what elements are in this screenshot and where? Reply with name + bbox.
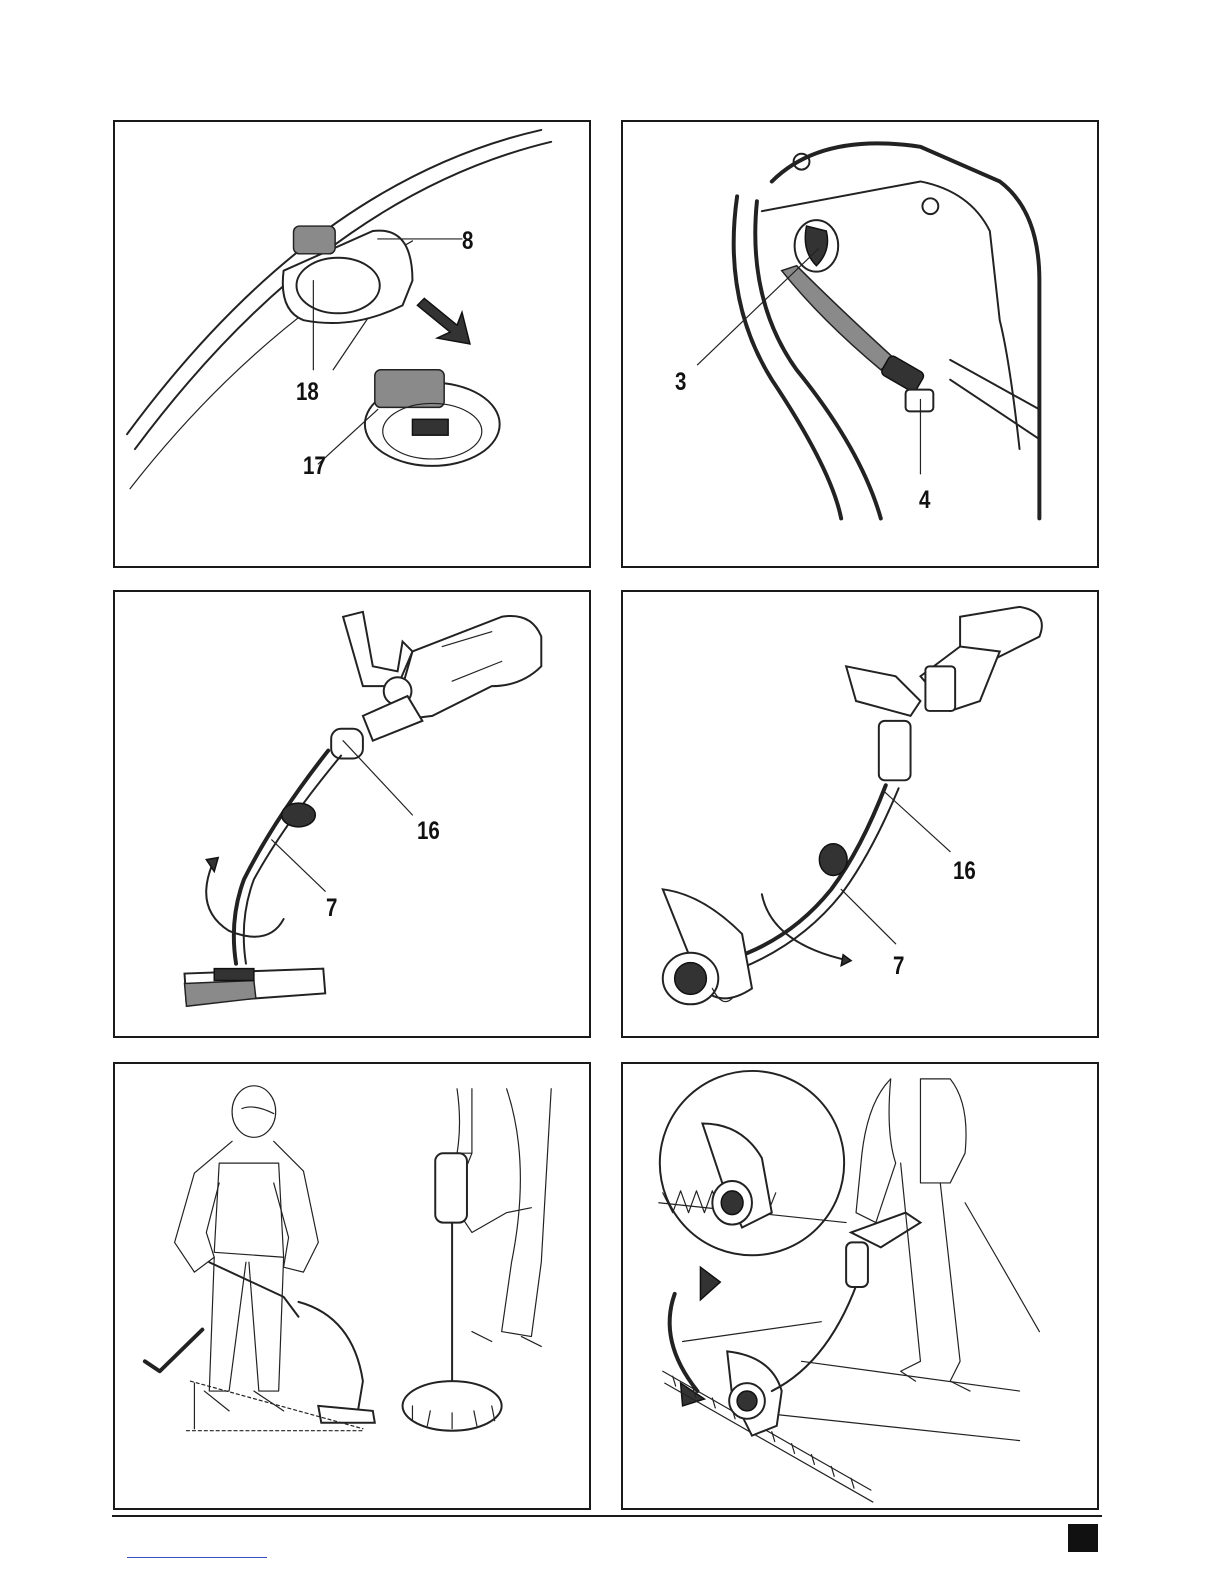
spool-cover-illustration bbox=[115, 122, 589, 566]
callout-8: 8 bbox=[462, 227, 473, 256]
figure-c-trimming-mode: 16 7 bbox=[113, 590, 591, 1038]
callout-16: 16 bbox=[953, 857, 976, 886]
operator-posture-illustration bbox=[115, 1064, 589, 1508]
callout-7: 7 bbox=[326, 894, 337, 923]
callout-7: 7 bbox=[893, 952, 904, 981]
edging-operation-illustration bbox=[623, 1064, 1097, 1508]
figure-d-edging-mode: 16 7 bbox=[621, 590, 1099, 1038]
trimmer-position-illustration bbox=[115, 592, 589, 1036]
page-number-box bbox=[1068, 1524, 1098, 1552]
figure-b-cable-retainer: 3 4 bbox=[621, 120, 1099, 568]
figure-f-edging-operation bbox=[621, 1062, 1099, 1510]
callout-3: 3 bbox=[675, 368, 686, 397]
footer-link-underline bbox=[127, 1557, 267, 1558]
edger-position-illustration bbox=[623, 592, 1097, 1036]
callout-4: 4 bbox=[919, 486, 930, 515]
figure-e-operating-posture bbox=[113, 1062, 591, 1510]
figure-a-spool-removal: 8 18 17 bbox=[113, 120, 591, 568]
footer-rule bbox=[112, 1515, 1102, 1517]
callout-17: 17 bbox=[303, 452, 326, 481]
handle-cable-illustration bbox=[623, 122, 1097, 566]
callout-18: 18 bbox=[296, 378, 319, 407]
callout-16: 16 bbox=[417, 817, 440, 846]
